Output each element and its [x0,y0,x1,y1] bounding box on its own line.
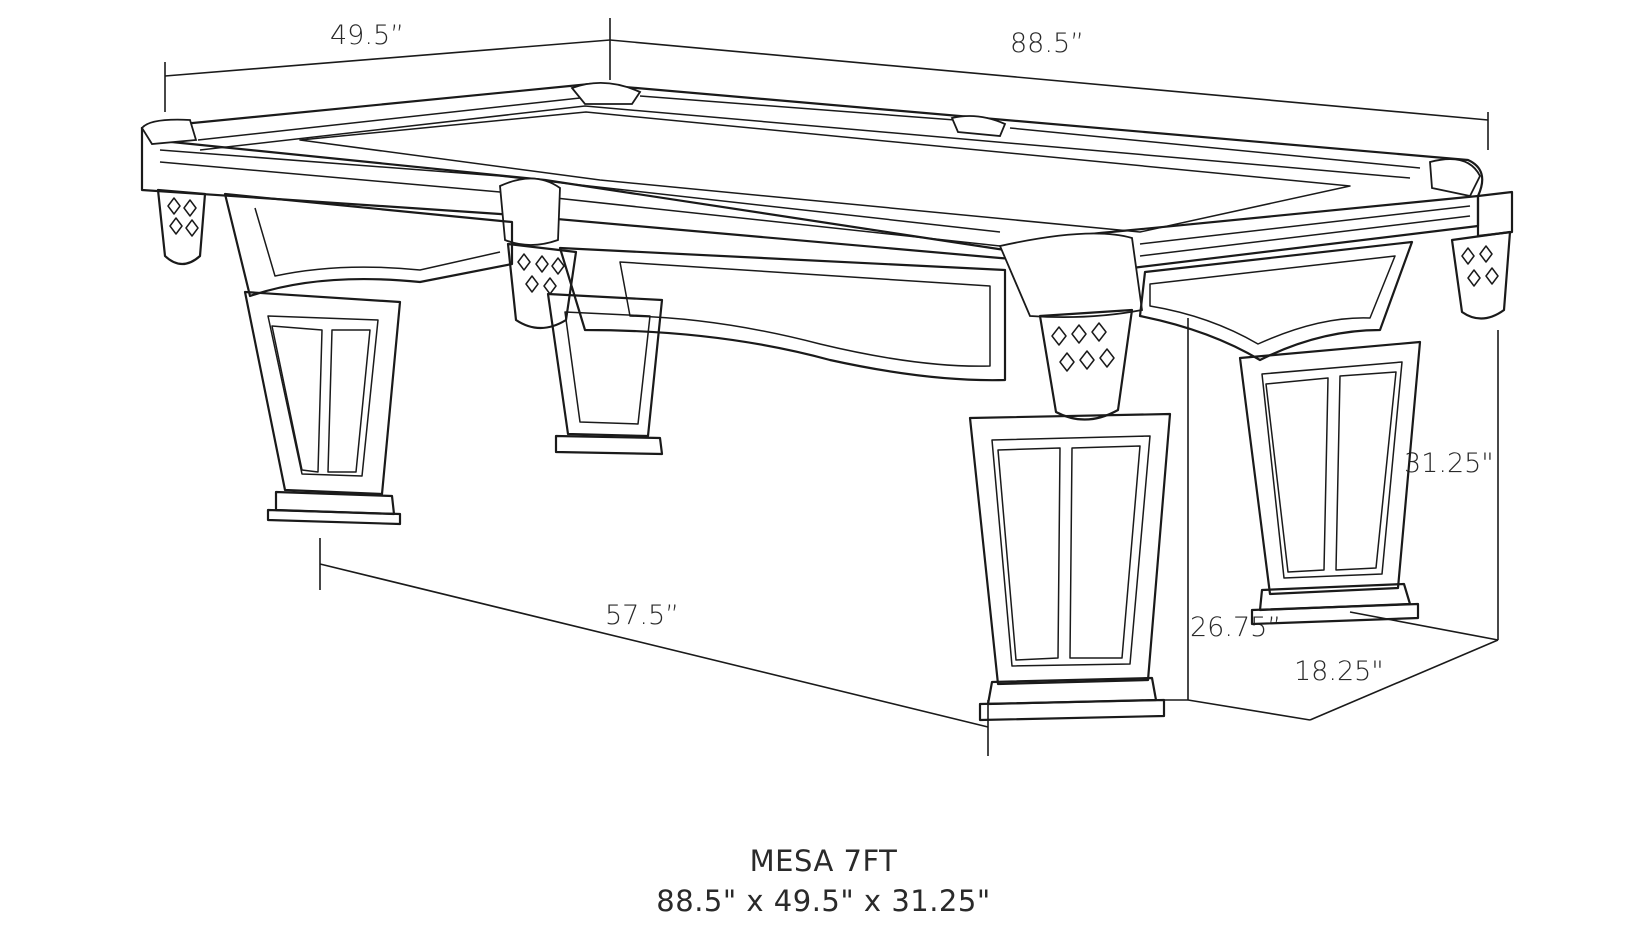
legs [243,290,1422,722]
length-label: 88.5” [1010,28,1084,59]
leg-span-label: 57.5” [605,600,679,631]
pockets [140,81,1482,319]
foot-depth-label: 18.25" [1294,656,1384,687]
overall-dimensions: 88.5" x 49.5" x 31.25" [656,884,991,918]
apron-height-label: 26.75” [1190,612,1281,643]
overall-height-label: 31.25" [1404,448,1494,479]
table-top [140,82,1484,270]
carved-ornaments [156,188,1514,421]
model-name: MESA 7FT [749,844,898,878]
apron [223,192,1414,382]
width-label: 49.5” [330,20,404,51]
